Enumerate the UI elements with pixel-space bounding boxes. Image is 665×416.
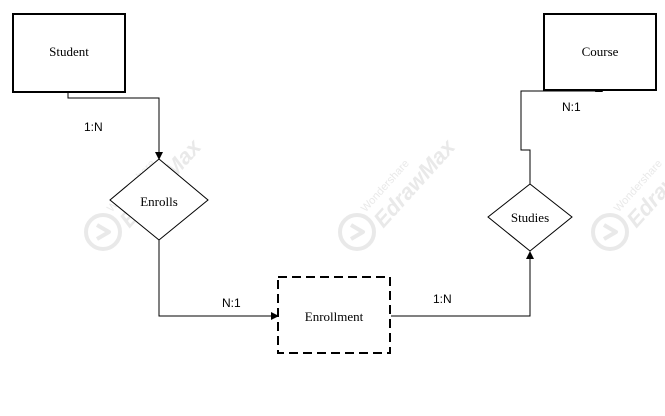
connector-student-enrolls <box>67 92 163 160</box>
entity-student[interactable]: Student <box>12 13 126 93</box>
watermark-2: Wondershare EdrawMax <box>338 134 460 251</box>
entity-course[interactable]: Course <box>543 13 657 91</box>
relationship-studies[interactable]: Studies <box>487 183 573 252</box>
connector-enrollment-studies <box>391 251 534 317</box>
relationship-enrolls[interactable]: Enrolls <box>109 158 209 241</box>
connector-studies-course <box>520 84 603 184</box>
entity-enrollment-label: Enrollment <box>305 309 364 324</box>
cardinality-studies-course: N:1 <box>562 100 581 114</box>
entity-course-label: Course <box>582 44 619 59</box>
relationship-enrolls-label: Enrolls <box>140 194 178 209</box>
watermark-3: Wondershare EdrawMax <box>591 134 665 251</box>
relationship-studies-label: Studies <box>511 210 549 225</box>
cardinality-enrolls-enrollment: N:1 <box>222 296 241 310</box>
entity-enrollment[interactable]: Enrollment <box>277 276 391 354</box>
cardinality-enrollment-studies: 1:N <box>433 292 452 306</box>
entity-student-label: Student <box>49 44 89 59</box>
cardinality-student-enrolls: 1:N <box>84 120 103 134</box>
connector-enrolls-enrollment <box>158 240 279 320</box>
